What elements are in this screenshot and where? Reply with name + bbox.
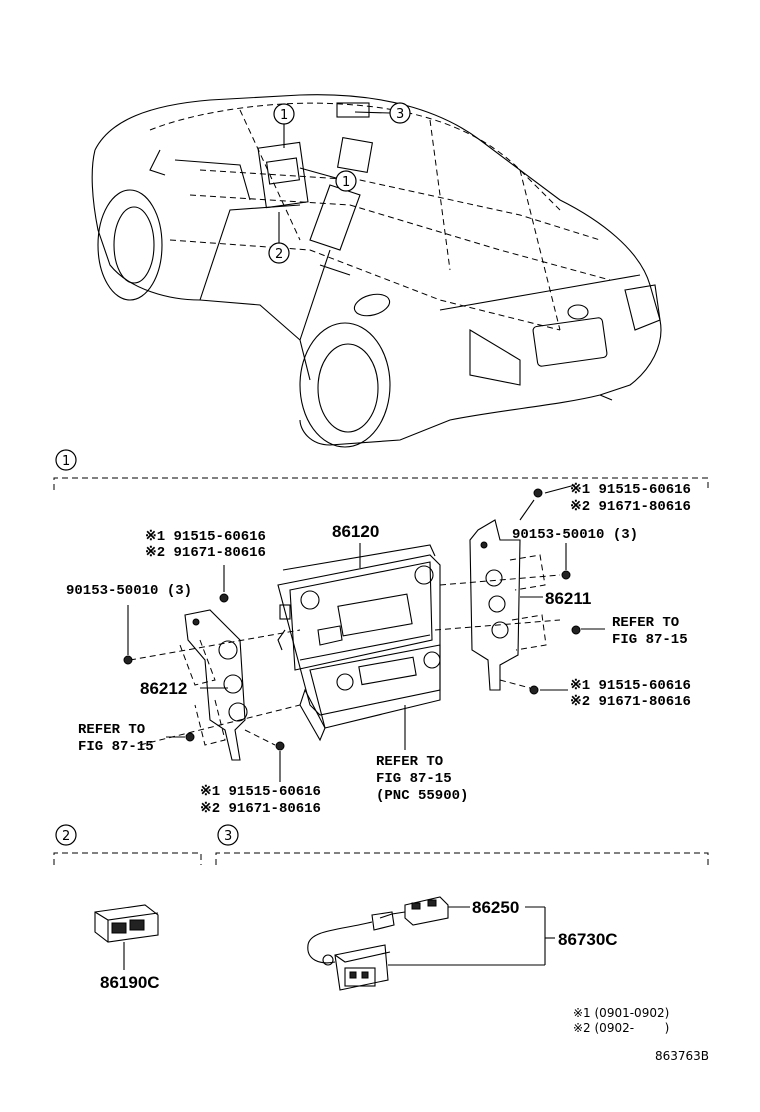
svg-text:3: 3: [224, 829, 232, 844]
svg-text:3: 3: [396, 107, 404, 122]
svg-text:1: 1: [280, 108, 288, 123]
label-86190C: 86190C: [100, 973, 160, 992]
car-callout-1-top: 1: [273, 103, 295, 148]
bracket-connector-86730C: [525, 906, 555, 965]
label-refer-right-2: FIG 87-15: [612, 632, 688, 648]
car-callout-3: 3: [354, 102, 411, 124]
screw-bottom: [244, 729, 285, 782]
label-bottom-b: ※2 91671-80616: [200, 801, 321, 817]
label-refer-center-1: REFER TO: [376, 754, 443, 770]
label-left-b: ※2 91671-80616: [145, 545, 266, 561]
bracket-86211: [434, 519, 561, 691]
label-left-a: ※1 91515-60616: [145, 529, 266, 545]
svg-text:2: 2: [62, 829, 70, 844]
section-2: 2: [53, 824, 202, 865]
audio-unit-86120: [277, 544, 441, 742]
screw-top-right: [519, 484, 576, 521]
cable-assembly: [307, 896, 545, 991]
label-bottom-a: ※1 91515-60616: [200, 784, 321, 800]
screw-left-top: [219, 565, 229, 603]
svg-text:2: 2: [275, 247, 283, 262]
label-right-low-a: ※1 91515-60616: [570, 678, 691, 694]
note-1: ※1 (0901-0902): [573, 1006, 669, 1020]
label-86120: 86120: [332, 522, 379, 541]
car-callout-1-right: 1: [299, 167, 357, 192]
label-86730C: 86730C: [558, 930, 618, 949]
section-3: 3: [215, 824, 709, 865]
label-refer-center-2: FIG 87-15: [376, 771, 452, 787]
car-illustration: [91, 94, 662, 448]
label-86212: 86212: [140, 679, 187, 698]
screw-right-bolt: [561, 543, 571, 580]
screw-left-bolt: [123, 605, 133, 665]
switch-86190C: [94, 904, 159, 970]
label-refer-right-1: REFER TO: [612, 615, 679, 631]
screw-right-refer: [571, 625, 605, 635]
note-2: ※2 (0902- ): [573, 1021, 669, 1035]
label-86250: 86250: [472, 898, 519, 917]
svg-text:1: 1: [342, 175, 350, 190]
bracket-86212: [129, 609, 301, 761]
label-refer-left-2: FIG 87-15: [78, 739, 154, 755]
svg-text:1: 1: [62, 454, 70, 469]
label-left-bolt: 90153-50010 (3): [66, 583, 192, 599]
label-top-right-a: ※1 91515-60616: [570, 482, 691, 498]
car-callout-2: 2: [268, 212, 290, 264]
label-right-bolt: 90153-50010 (3): [512, 527, 638, 543]
label-right-low-b: ※2 91671-80616: [570, 694, 691, 710]
screw-right-low: [499, 679, 568, 695]
figure-code: 863763B: [655, 1049, 709, 1063]
label-refer-center-3: (PNC 55900): [376, 788, 468, 804]
section-1: 1: [53, 449, 709, 490]
label-refer-left-1: REFER TO: [78, 722, 145, 738]
screw-left-refer: [166, 732, 195, 742]
label-top-right-b: ※2 91671-80616: [570, 499, 691, 515]
label-86211: 86211: [545, 589, 591, 608]
